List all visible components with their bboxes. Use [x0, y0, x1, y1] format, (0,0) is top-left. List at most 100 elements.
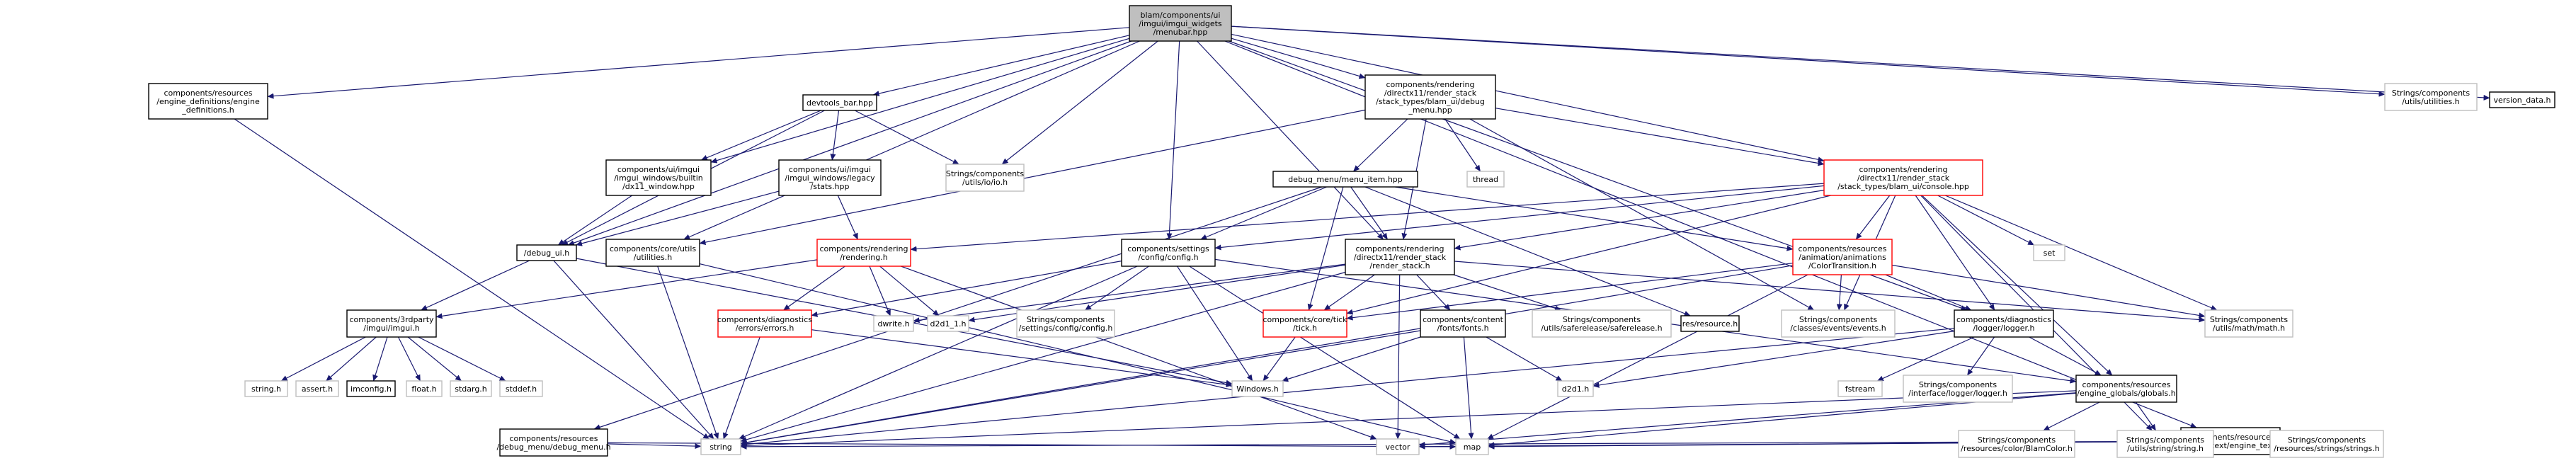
edge-diag_logger-to-interface_logger [1966, 336, 1995, 376]
node-dwrite[interactable]: dwrite.h [873, 315, 914, 332]
edge-line [267, 27, 1130, 99]
node-box [1781, 309, 1896, 338]
edge-debug_menu_hpp-to-debug_menu_item [1352, 118, 1408, 172]
node-string-h[interactable]: string.h [244, 380, 288, 397]
edge-line [2043, 401, 2100, 431]
edge-third_party_imgui-to-string_h [280, 336, 366, 382]
node-label-line: components/resources [164, 89, 253, 98]
node-classes-events[interactable]: Strings/components/classes/events/events… [1781, 309, 1896, 338]
node-label-line: components/resources [510, 434, 598, 443]
node-utils-utilities-h[interactable]: Strings/components/utils/utilities.h [2384, 83, 2478, 111]
node-set[interactable]: set [2033, 244, 2065, 261]
edge-third_party_imgui-to-assert_h [326, 336, 377, 382]
node-rendering-h[interactable]: components/rendering/rendering.h [816, 239, 911, 267]
edge-line [1214, 185, 1825, 251]
node-label-line: /fonts/fonts.h [1437, 324, 1488, 333]
edge-line [1282, 336, 1421, 382]
node-stddef-h[interactable]: stddef.h [499, 380, 543, 397]
node-core-tick[interactable]: components/core/tick/tick.h [1263, 309, 1348, 338]
node-label-line: set [2044, 249, 2056, 258]
edge-content_fonts-to-map [1463, 336, 1474, 440]
node-label-line: /imgui_windows/legacy [785, 173, 875, 183]
edge-line [913, 263, 1346, 324]
node-float-h[interactable]: float.h [406, 380, 443, 397]
node-label-line: d2d1_1.h [930, 319, 967, 329]
node-label-line: res/resource.h [1682, 319, 1738, 329]
node-utils-io[interactable]: Strings/components/utils/io/io.h [945, 164, 1025, 192]
node-debug-menu-hpp[interactable]: components/rendering/directx11/render_st… [1364, 74, 1496, 120]
node-assert-h[interactable]: assert.h [295, 380, 339, 397]
node-color-transition[interactable]: components/resources/animation/animation… [1792, 239, 1893, 275]
node-debug-menu-h[interactable]: components/resources/debug_menu/debug_me… [496, 428, 611, 457]
edge-line [1176, 266, 1253, 382]
node-dx11-window[interactable]: components/ui/imgui/imgui_windows/builti… [605, 159, 712, 196]
node-debug-ui[interactable]: /debug_ui.h [516, 244, 577, 261]
node-utils-string[interactable]: Strings/components/utils/string/string.h [2116, 430, 2214, 458]
node-box [1263, 309, 1347, 338]
node-box [499, 380, 543, 397]
node-legacy-stats[interactable]: components/ui/imgui/imgui_windows/legacy… [778, 159, 882, 196]
edge-line [1307, 186, 1344, 311]
edge-line [1346, 263, 1794, 321]
node-devtools-bar[interactable]: devtools_bar.hpp [802, 94, 877, 111]
edge-line [326, 336, 377, 382]
node-safe-release[interactable]: Strings/components/utils/saferelease/saf… [1532, 309, 1672, 338]
edge-line [567, 40, 1132, 246]
node-engine-globals[interactable]: components/resources/engine_globals/glob… [2075, 375, 2177, 403]
node-label-line: /imgui/imgui.h [363, 324, 419, 333]
node-box [2269, 430, 2384, 458]
edge-line [1001, 40, 1158, 165]
node-stdarg-h[interactable]: stdarg.h [450, 380, 492, 397]
edge-line [740, 330, 1421, 445]
edge-color_transition-to-classes_events [1836, 274, 1842, 311]
edge-line [1231, 33, 1825, 163]
node-label-line: components/content [1423, 315, 1503, 324]
edge-line [1453, 274, 1561, 312]
node-thread[interactable]: thread [1466, 171, 1505, 188]
node-string[interactable]: string [700, 438, 741, 455]
node-res-resource[interactable]: res/resource.h [1680, 315, 1740, 332]
node-diag-errors[interactable]: components/diagnostics/errors/errors.h [717, 309, 812, 338]
edge-third_party_imgui-to-imconfig_h [372, 336, 388, 382]
edge-line [1231, 38, 1366, 79]
node-engine-defs[interactable]: components/resources/engine_definitions/… [148, 83, 268, 120]
node-version-data[interactable]: version_data.h [2489, 91, 2555, 108]
edge-menubar-to-debug_ui [567, 40, 1132, 246]
edge-debug_menu_item-to-render_stack_h [1350, 186, 1388, 240]
node-box [1466, 171, 1505, 188]
node-core-utils[interactable]: components/core/utils/utilities.h [605, 239, 700, 267]
node-d2d1-h[interactable]: d2d1.h [1557, 380, 1594, 397]
node-diag-logger[interactable]: components/diagnostics/logger/logger.h [1954, 309, 2054, 338]
edge-line [1166, 40, 1180, 240]
node-imconfig-h[interactable]: imconfig.h [346, 380, 396, 397]
node-fstream[interactable]: fstream [1837, 380, 1883, 397]
edge-line [1444, 118, 1481, 172]
node-blam-color[interactable]: Strings/components/resources/color/BlamC… [1958, 430, 2075, 458]
node-box [1272, 171, 1418, 188]
node-render-stack-h[interactable]: components/rendering/directx11/render_st… [1345, 239, 1455, 275]
node-settings-config[interactable]: components/settings/config/config.h [1121, 239, 1216, 267]
edge-line [593, 186, 1323, 430]
node-resources-strings[interactable]: Strings/components/resources/strings/str… [2269, 430, 2384, 458]
node-windows-h[interactable]: Windows.h [1231, 380, 1284, 397]
edge-console_hpp-to-diag_logger [1915, 195, 1995, 311]
node-third-party-imgui[interactable]: components/3rdparty/imgui/imgui.h [346, 309, 437, 338]
node-console-hpp[interactable]: components/rendering/directx11/render_st… [1823, 159, 1983, 196]
node-strings-settings-config[interactable]: Strings/components/settings/config/confi… [1016, 309, 1115, 338]
node-box [1823, 159, 1983, 196]
node-menubar[interactable]: blam/components/ui/imgui/imgui_widgets/m… [1129, 5, 1232, 42]
node-label-line: /interface/logger/logger.h [1908, 389, 2007, 398]
node-map[interactable]: map [1455, 438, 1489, 455]
node-vector[interactable]: vector [1376, 438, 1420, 455]
node-box [450, 380, 492, 397]
node-label-line: /tick.h [1293, 324, 1317, 333]
node-content-fonts[interactable]: components/content/fonts/fonts.h [1420, 309, 1506, 338]
node-interface-logger[interactable]: Strings/components/interface/logger/logg… [1903, 375, 2013, 403]
node-box [802, 94, 877, 111]
node-box [816, 239, 911, 267]
node-debug-menu-item[interactable]: debug_menu/menu_item.hpp [1272, 171, 1418, 188]
edge-menubar-to-settings_config [1166, 40, 1180, 240]
node-d2d1-1[interactable]: d2d1_1.h [927, 315, 969, 332]
node-label-line: stdarg.h [455, 384, 487, 394]
node-utils-math[interactable]: Strings/components/utils/math/math.h [2204, 309, 2293, 338]
